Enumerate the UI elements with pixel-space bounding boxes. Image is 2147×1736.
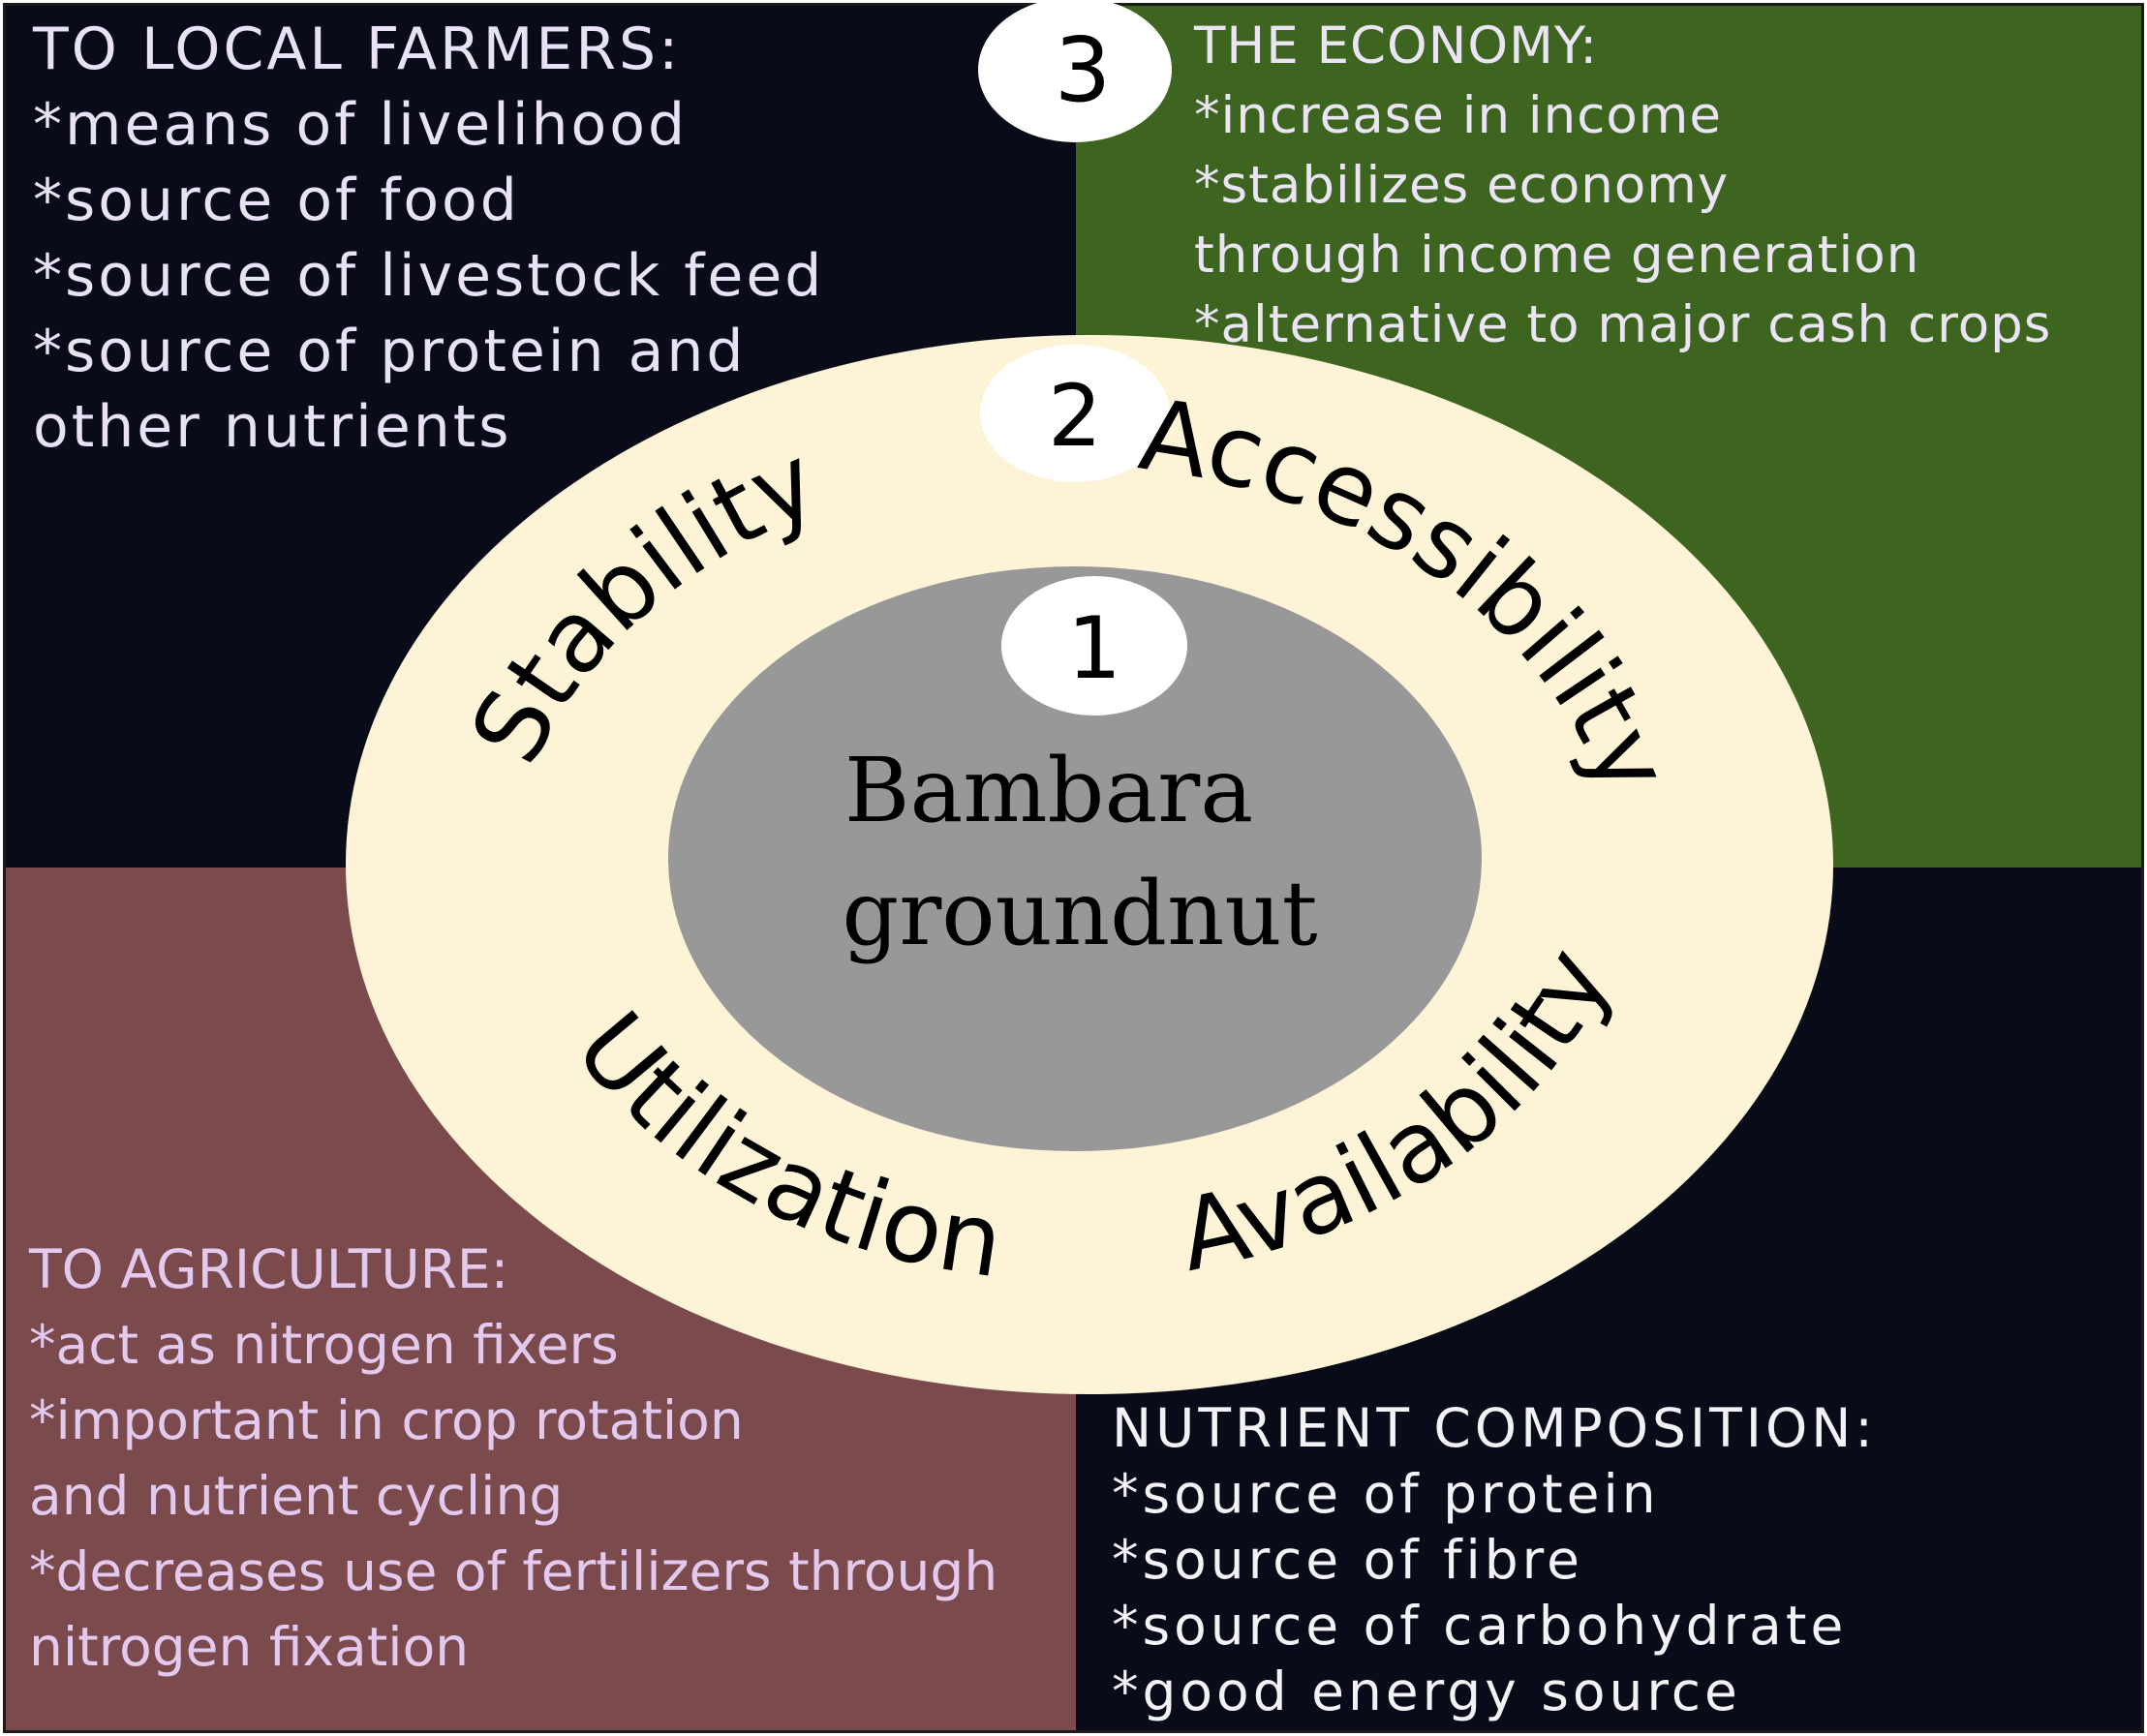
level-marker-two-bg [980,345,1170,482]
economy-text: THE ECONOMY: *increase in income *stabil… [1194,12,2051,360]
nutrient-composition-title: NUTRIENT COMPOSITION: [1112,1397,1877,1459]
economy-item: *stabilizes economy [1194,156,1730,215]
level-marker-three: 3 [1055,18,1112,122]
level-marker-three-bg [978,0,1172,142]
local-farmers-item: *source of food [33,167,520,234]
economy-item: *increase in income [1194,86,1723,145]
level-marker-one: 1 [1067,598,1121,698]
nutrient-composition-item: *source of protein [1112,1463,1660,1525]
agriculture-item: and nutrient cycling [29,1465,564,1527]
agriculture-item: nitrogen fixation [29,1616,470,1678]
agriculture-item: *important in crop rotation [29,1389,744,1451]
economy-title: THE ECONOMY: [1194,16,1599,76]
agriculture-item: *decreases use of fertilizers through [29,1540,998,1602]
center-label-line1: Bambara [844,739,1253,842]
local-farmers-item: *means of livelihood [33,91,689,159]
agriculture-item: *act as nitrogen fixers [29,1314,619,1376]
center-label-line2: groundnut [842,862,1317,965]
nutrient-composition-item: *good energy source [1112,1660,1741,1722]
local-farmers-title: TO LOCAL FARMERS: [33,15,682,83]
local-farmers-item: other nutrients [33,393,512,461]
core-circle [668,566,1482,1151]
nutrient-composition-text: NUTRIENT COMPOSITION: *source of protein… [1112,1395,1877,1724]
level-marker-two: 2 [1048,366,1102,466]
agriculture-title: TO AGRICULTURE: [29,1238,509,1300]
local-farmers-item: *source of protein and [33,318,747,385]
agriculture-text: TO AGRICULTURE: *act as nitrogen fixers … [29,1232,997,1685]
level-marker-one-bg [1001,576,1187,716]
local-farmers-item: *source of livestock feed [33,242,825,310]
economy-item: through income generation [1194,226,1920,285]
local-farmers-text: TO LOCAL FARMERS: *means of livelihood *… [33,12,824,465]
economy-item: *alternative to major cash crops [1194,295,2052,354]
nutrient-composition-item: *source of fibre [1112,1529,1583,1591]
nutrient-composition-item: *source of carbohydrate [1112,1595,1848,1657]
